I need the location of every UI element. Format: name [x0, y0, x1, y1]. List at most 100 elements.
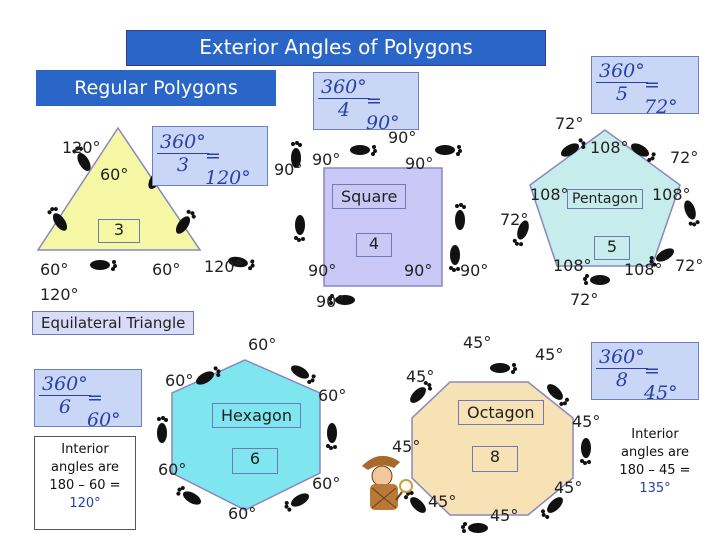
- formula-result: = 90°: [366, 90, 400, 134]
- angle-label: 60°: [228, 504, 257, 523]
- formula-numerator: 360°: [596, 60, 648, 83]
- footprint: [410, 380, 433, 403]
- angle-label: 72°: [570, 290, 599, 309]
- angle-label: 45°: [554, 478, 583, 497]
- footprint: [72, 146, 91, 172]
- triangle-shape: [36, 126, 202, 251]
- footprint: [176, 486, 202, 505]
- formula-result: = 120°: [205, 145, 251, 189]
- footprint: [290, 365, 316, 384]
- footprint: [47, 207, 68, 231]
- footprint: [560, 138, 586, 157]
- sides-count: 6: [232, 448, 278, 474]
- octagon-interior-note: Interior angles are 180 – 45 = 135°: [600, 426, 710, 516]
- footprint: [461, 522, 488, 533]
- note-line: angles are: [51, 460, 119, 475]
- footprint: [350, 145, 377, 156]
- hexagon-formula: 360°6 = 60°: [34, 369, 142, 431]
- formula-numerator: 360°: [39, 373, 91, 396]
- footprint: [449, 245, 460, 272]
- note-line: 120°: [69, 496, 101, 511]
- octagon-name: Octagon: [458, 400, 544, 425]
- pentagon-name: Pentagon: [567, 189, 643, 209]
- footprint: [490, 363, 517, 374]
- footprint: [540, 497, 563, 520]
- formula-denominator: 8: [615, 369, 628, 391]
- angle-label: 90°: [274, 160, 303, 179]
- angle-label: 90°: [316, 292, 345, 311]
- formula-denominator: 5: [615, 83, 628, 105]
- formula-numerator: 360°: [318, 76, 370, 99]
- note-line: Interior: [631, 427, 679, 442]
- formula-result: = 45°: [644, 360, 678, 404]
- angle-label: 90°: [312, 150, 341, 169]
- footprint: [649, 248, 675, 267]
- angle-label: 120°: [40, 285, 79, 304]
- angle-label: 90°: [308, 261, 337, 280]
- hexagon-name: Hexagon: [212, 403, 301, 428]
- angle-label: 45°: [572, 412, 601, 431]
- footprint: [195, 366, 221, 385]
- angle-label: 60°: [248, 335, 277, 354]
- footprint: [284, 493, 310, 512]
- footprint: [90, 260, 117, 271]
- square-formula: 360°4 = 90°: [313, 72, 419, 134]
- note-line: 135°: [639, 481, 671, 496]
- formula-result: = 72°: [644, 74, 678, 118]
- sides-count: 8: [472, 446, 518, 472]
- formula-denominator: 4: [337, 99, 350, 121]
- footprint: [157, 416, 168, 443]
- angle-label: 45°: [490, 506, 519, 525]
- footprint: [455, 203, 466, 230]
- sides-count: 4: [356, 233, 392, 257]
- angle-label: 72°: [555, 114, 584, 133]
- sides-count: 3: [98, 219, 140, 243]
- angle-label: 90°: [404, 261, 433, 280]
- angle-label: 60°: [318, 386, 347, 405]
- formula-numerator: 360°: [596, 346, 648, 369]
- angle-label: 90°: [460, 261, 489, 280]
- square-name: Square: [332, 184, 407, 209]
- angle-label: 108°: [553, 256, 592, 275]
- angle-label: 60°: [100, 165, 129, 184]
- triangle-interior-note: Interior angles are 180 – 60 = 120°: [34, 436, 136, 530]
- footprint: [328, 294, 355, 305]
- pentagon-formula: 360°5 = 72°: [591, 56, 699, 118]
- note-line: 180 – 60 =: [49, 478, 121, 493]
- angle-label: 72°: [500, 210, 529, 229]
- footprint: [583, 274, 610, 285]
- angle-label: 45°: [463, 333, 492, 352]
- footprint: [228, 256, 255, 271]
- sides-count: 5: [594, 236, 630, 260]
- note-line: Interior: [61, 442, 109, 457]
- formula-numerator: 360°: [157, 131, 209, 154]
- footprint: [547, 384, 570, 407]
- angle-label: 72°: [675, 256, 704, 275]
- note-line: angles are: [621, 445, 689, 460]
- angle-label: 90°: [405, 154, 434, 173]
- footprint: [291, 141, 302, 168]
- angle-label: 90°: [388, 128, 417, 147]
- formula-denominator: 6: [58, 396, 71, 418]
- footprint: [630, 143, 656, 162]
- angle-label: 108°: [530, 185, 569, 204]
- footprint: [294, 215, 305, 242]
- angle-label: 45°: [428, 492, 457, 511]
- angle-label: 45°: [406, 367, 435, 386]
- triangle-name: Equilateral Triangle: [32, 311, 195, 335]
- angle-label: 45°: [535, 345, 564, 364]
- angle-label: 108°: [590, 138, 629, 157]
- detective-illustration: [362, 455, 413, 510]
- angle-label: 72°: [670, 148, 699, 167]
- hexagon-shape: [171, 359, 321, 511]
- section-subtitle: Regular Polygons: [36, 70, 276, 106]
- angle-label: 60°: [158, 460, 187, 479]
- note-line: 180 – 45 =: [619, 463, 691, 478]
- footprint: [684, 200, 700, 227]
- angle-label: 108°: [624, 260, 663, 279]
- footprint: [435, 145, 462, 156]
- page-title: Exterior Angles of Polygons: [126, 30, 546, 66]
- footprint: [175, 209, 196, 234]
- triangle-formula: 360°3 = 120°: [152, 126, 268, 189]
- formula-result: = 60°: [87, 387, 121, 431]
